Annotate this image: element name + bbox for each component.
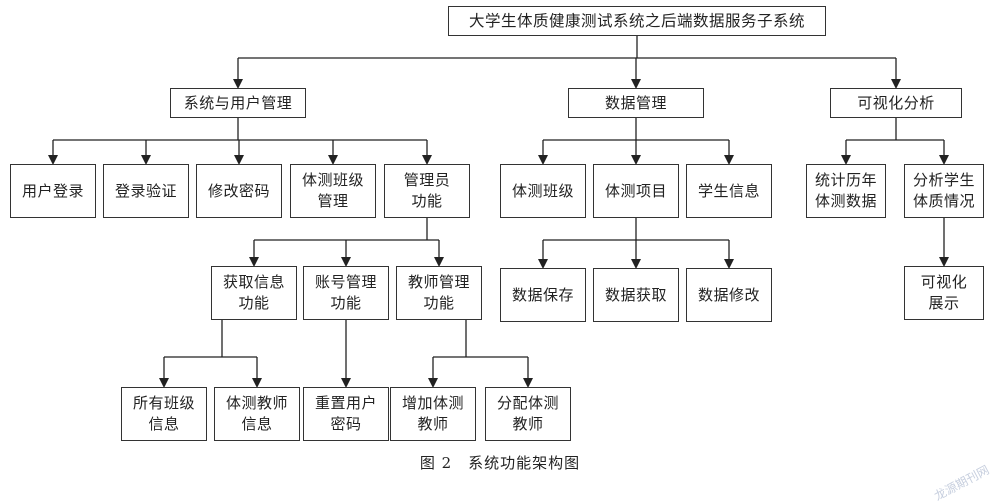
- figure-caption: 图 2 系统功能架构图: [419, 454, 581, 472]
- node-data-fetch: 数据获取: [593, 268, 679, 322]
- module-data-management: 数据管理: [568, 88, 704, 118]
- node-visual-display: 可视化 展示: [904, 266, 984, 320]
- node-change-password: 修改密码: [196, 164, 282, 218]
- module-system-user: 系统与用户管理: [170, 88, 306, 118]
- node-account-management: 账号管理 功能: [303, 266, 389, 320]
- node-pe-teacher-info: 体测教师 信息: [214, 387, 300, 441]
- node-admin-functions: 管理员 功能: [384, 164, 470, 218]
- module-visual-analysis: 可视化分析: [830, 88, 962, 118]
- architecture-diagram: 大学生体质健康测试系统之后端数据服务子系统 系统与用户管理 数据管理 可视化分析…: [10, 6, 992, 503]
- node-user-login: 用户登录: [10, 164, 96, 218]
- node-student-info: 学生信息: [686, 164, 772, 218]
- node-all-class-info: 所有班级 信息: [121, 387, 207, 441]
- node-data-modify: 数据修改: [686, 268, 772, 322]
- node-login-verify: 登录验证: [103, 164, 189, 218]
- node-class-management: 体测班级 管理: [290, 164, 376, 218]
- node-get-info: 获取信息 功能: [211, 266, 297, 320]
- node-history-stats: 统计历年 体测数据: [806, 164, 886, 218]
- node-add-pe-teacher: 增加体测 教师: [390, 387, 476, 441]
- node-analyze-health: 分析学生 体质情况: [904, 164, 984, 218]
- node-data-save: 数据保存: [500, 268, 586, 322]
- node-reset-user-password: 重置用户 密码: [303, 387, 389, 441]
- node-assign-pe-teacher: 分配体测 教师: [485, 387, 571, 441]
- node-pe-item: 体测项目: [593, 164, 679, 218]
- root-node: 大学生体质健康测试系统之后端数据服务子系统: [448, 6, 826, 36]
- node-teacher-management: 教师管理 功能: [396, 266, 482, 320]
- connector-lines: [48, 36, 949, 388]
- node-pe-class: 体测班级: [500, 164, 586, 218]
